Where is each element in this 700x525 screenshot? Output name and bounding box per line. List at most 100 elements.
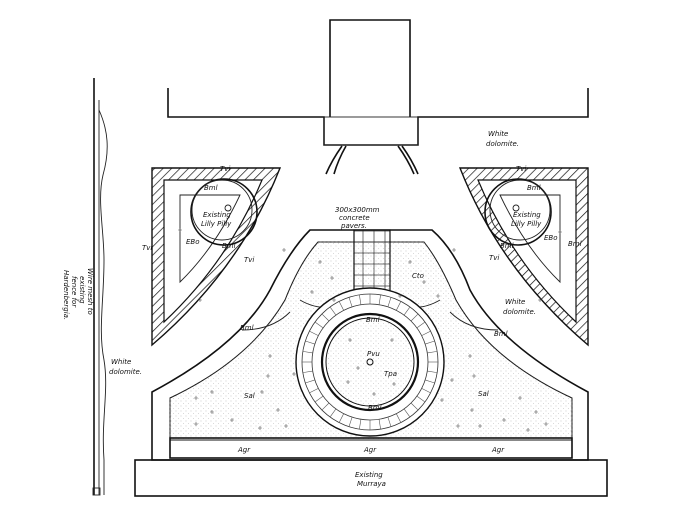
plant-cross bbox=[452, 248, 456, 252]
code-sal-left: Sal bbox=[244, 392, 255, 400]
plant-cross bbox=[210, 390, 214, 394]
code-ebo-left: EBo bbox=[186, 238, 200, 246]
paver-joint bbox=[309, 388, 319, 394]
paver-joint bbox=[396, 413, 402, 423]
paver-joint bbox=[387, 417, 392, 427]
white-dolomite-left-1: White bbox=[111, 358, 131, 366]
paver-joint bbox=[302, 370, 313, 373]
code-bml-right-mid: Bml bbox=[500, 242, 514, 250]
paver-joint bbox=[421, 330, 431, 336]
plant-cross bbox=[178, 228, 182, 232]
plant-cross bbox=[194, 422, 198, 426]
paver-joint bbox=[416, 395, 426, 403]
plant-cross bbox=[436, 294, 440, 298]
plant-cross bbox=[346, 380, 350, 384]
plant-cross bbox=[470, 408, 474, 412]
plant-cross bbox=[544, 422, 548, 426]
pavers-label-3: pavers. bbox=[340, 222, 367, 230]
plant-cross bbox=[502, 418, 506, 422]
plant-cross bbox=[194, 396, 198, 400]
plant-cross bbox=[478, 424, 482, 428]
plant-cross bbox=[472, 374, 476, 378]
paver-joint bbox=[338, 413, 344, 423]
plant-cross bbox=[392, 382, 396, 386]
plant-cross bbox=[398, 294, 402, 298]
paver-joint bbox=[338, 301, 344, 311]
paver-path bbox=[353, 229, 391, 293]
plant-cross bbox=[348, 338, 352, 342]
plant-cross bbox=[276, 408, 280, 412]
lilly-pilly-right-1: Existing bbox=[513, 211, 541, 219]
plant-cross bbox=[210, 410, 214, 414]
white-dolomite-mid-right-1: White bbox=[505, 298, 525, 306]
pavers-label-2: concrete bbox=[339, 214, 370, 222]
paver-joint bbox=[403, 306, 411, 316]
pavers-label-1: 300x300mm bbox=[335, 206, 380, 214]
left-triangle-bed bbox=[151, 167, 282, 347]
plant-cross bbox=[456, 424, 460, 428]
code-tvi-left-side: Tvi bbox=[142, 244, 152, 252]
plant-cross bbox=[408, 260, 412, 264]
plant-cross bbox=[282, 248, 286, 252]
right-triangle-bed bbox=[458, 167, 589, 347]
code-bml-left-mid: Bml bbox=[222, 242, 236, 250]
paver-joint bbox=[329, 408, 337, 418]
code-sal-right: Sal bbox=[478, 390, 489, 398]
code-agr-right: Agr bbox=[491, 446, 505, 454]
code-tvi-right-bottom: Tvi bbox=[489, 254, 499, 262]
paver-joint bbox=[396, 301, 402, 311]
plant-cross bbox=[230, 418, 234, 422]
paver-joint bbox=[305, 379, 315, 384]
paver-joint bbox=[321, 313, 330, 322]
left-fence bbox=[92, 78, 108, 496]
plant-cross bbox=[318, 260, 322, 264]
paver-joint bbox=[410, 402, 419, 411]
plant-cross bbox=[356, 366, 360, 370]
wire-mesh-2: existing bbox=[78, 276, 86, 304]
paver-joint bbox=[378, 419, 381, 430]
paver-joint bbox=[416, 321, 426, 329]
white-dolomite-top-right-2: dolomite. bbox=[486, 140, 519, 148]
paver-joint bbox=[410, 313, 419, 322]
plant-markers bbox=[178, 228, 562, 432]
white-dolomite-top-right-1: White bbox=[488, 130, 508, 138]
code-bml-circle-bottom: Bml bbox=[368, 404, 382, 412]
paver-joint bbox=[359, 294, 362, 305]
plant-cross bbox=[450, 378, 454, 382]
paver-joint bbox=[359, 419, 362, 430]
lilly-pilly-left-2: Lilly Pilly bbox=[201, 220, 232, 228]
plant-cross bbox=[558, 230, 562, 234]
code-bml-right-side: Bml bbox=[568, 240, 582, 248]
paver-joint bbox=[305, 340, 315, 345]
wire-mesh-label: Wire mesh to existing fence for Hardenbe… bbox=[62, 268, 94, 320]
wire-mesh-4: Hardenbergia. bbox=[62, 270, 70, 320]
code-bml-central-right: Bml bbox=[494, 330, 508, 338]
plant-cross bbox=[440, 398, 444, 402]
plant-cross bbox=[372, 392, 376, 396]
white-dolomite-left-2: dolomite. bbox=[109, 368, 142, 376]
paver-joint bbox=[321, 402, 330, 411]
house-outline bbox=[167, 19, 589, 175]
plant-cross bbox=[518, 396, 522, 400]
paver-joint bbox=[348, 297, 353, 307]
plant-cross bbox=[526, 428, 530, 432]
plant-cross bbox=[266, 374, 270, 378]
plant-cross bbox=[258, 426, 262, 430]
lilly-pilly-left-1: Existing bbox=[203, 211, 231, 219]
plant-cross bbox=[468, 354, 472, 358]
paver-joint bbox=[314, 321, 324, 329]
paver-joint bbox=[421, 388, 431, 394]
wire-mesh-3: fence for bbox=[70, 276, 78, 308]
plant-cross bbox=[422, 280, 426, 284]
paver-joint bbox=[314, 395, 324, 403]
white-dolomite-mid-right-2: dolomite. bbox=[503, 308, 536, 316]
plant-cross bbox=[198, 298, 202, 302]
code-bml-left-top: Bml bbox=[204, 184, 218, 192]
code-pvu: Pvu bbox=[367, 350, 380, 358]
plant-cross bbox=[292, 372, 296, 376]
plant-cross bbox=[260, 390, 264, 394]
paver-joint bbox=[427, 351, 438, 354]
code-ebo-right: EBo bbox=[544, 234, 558, 242]
plant-cross bbox=[268, 354, 272, 358]
